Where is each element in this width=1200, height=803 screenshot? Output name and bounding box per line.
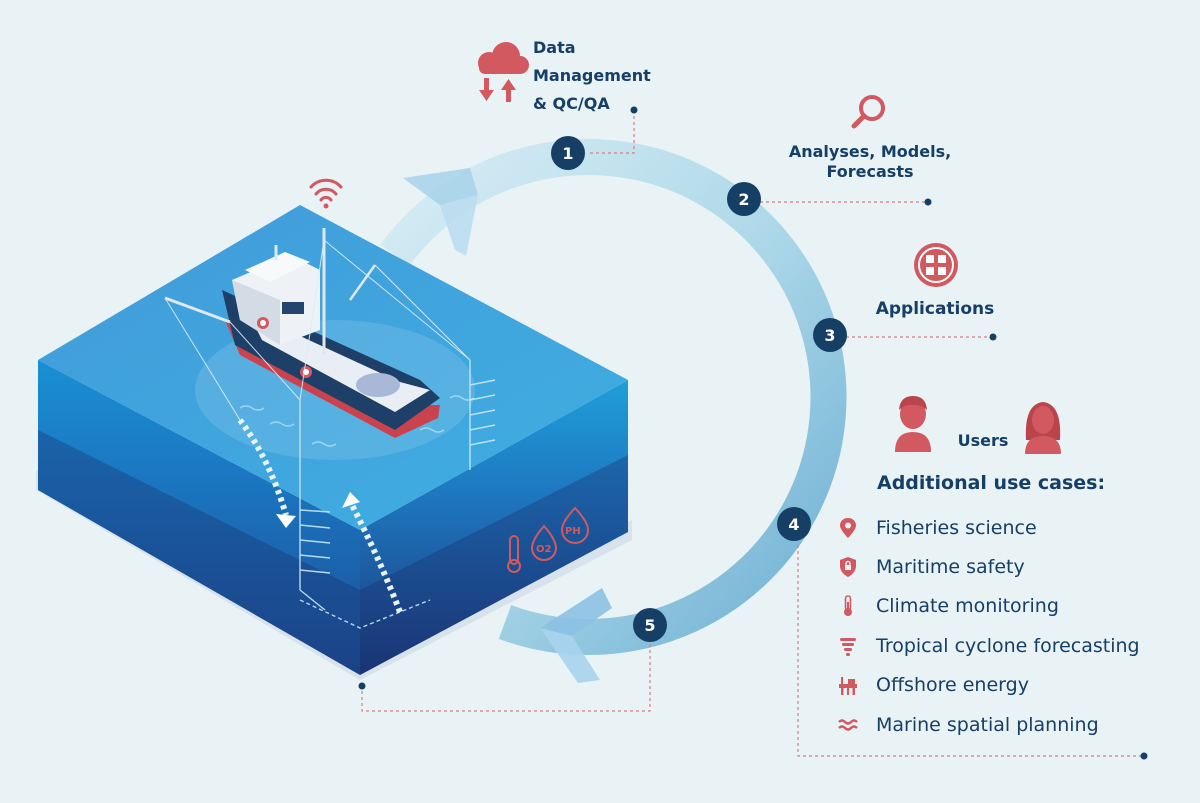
use-case-label: Offshore energy [876, 674, 1029, 697]
male-user-icon [895, 396, 931, 452]
analyses-title-line: Analyses, Models, [788, 142, 952, 161]
use-case-item: Maritime safety [836, 547, 1140, 586]
location-pin-icon [836, 517, 860, 539]
step-number: 2 [738, 190, 749, 209]
ph-sensor-icon: PH [560, 506, 590, 544]
applications-title: Applications [875, 299, 995, 319]
analyses-title-line: Forecasts [826, 162, 914, 181]
use-case-label: Fisheries science [876, 516, 1037, 539]
use-case-label: Maritime safety [876, 556, 1025, 579]
wifi-signal-icon [309, 178, 343, 209]
cyclone-icon [836, 635, 860, 657]
analyses-title: Analyses, Models, Forecasts [770, 142, 970, 182]
use-case-item: Fisheries science [836, 508, 1140, 547]
oxygen-label: O2 [536, 544, 552, 555]
data-title-line: Management [533, 66, 651, 85]
data-management-title: Data Management & QC/QA [533, 34, 693, 118]
connector-endpoints [358, 106, 1148, 760]
ring-arrow-top-chevron [403, 168, 478, 256]
use-case-list: Fisheries science Maritime safety Climat… [836, 508, 1140, 744]
oxygen-sensor-icon: O2 [530, 524, 558, 561]
use-case-item: Marine spatial planning [836, 705, 1140, 744]
use-case-label: Tropical cyclone forecasting [876, 634, 1140, 657]
profile-up-arrow [342, 492, 403, 614]
waves-icon [836, 714, 860, 736]
ring-arrow-bottom-chevron [540, 588, 612, 683]
oil-platform-icon [836, 674, 860, 696]
sensor-cables [299, 360, 496, 629]
additional-use-cases-title: Additional use cases: [877, 472, 1106, 494]
step-badge-2: 2 [727, 182, 761, 216]
cloud-transfer-icon [478, 42, 529, 102]
shield-lock-icon [836, 556, 860, 578]
step-number: 1 [562, 144, 573, 163]
thermometer-sensor-icon [507, 535, 521, 573]
users-title: Users [957, 431, 1009, 450]
step-number: 3 [824, 326, 835, 345]
data-title-line: Data [533, 38, 576, 57]
female-user-icon [1025, 402, 1061, 454]
step-badge-3: 3 [813, 318, 847, 352]
step-badge-1: 1 [551, 136, 585, 170]
ocean-block [36, 205, 632, 680]
step-number: 4 [788, 515, 799, 534]
step-badge-4: 4 [777, 507, 811, 541]
thermometer-icon [836, 595, 860, 617]
ph-label: PH [565, 526, 581, 537]
fishing-boat [164, 228, 471, 438]
profile-down-arrow [237, 418, 296, 528]
use-case-label: Marine spatial planning [876, 713, 1099, 736]
use-case-item: Tropical cyclone forecasting [836, 626, 1140, 665]
data-title-line: & QC/QA [533, 94, 610, 113]
step-badge-5: 5 [633, 608, 667, 642]
app-grid-icon [914, 243, 958, 287]
connector-lines [361, 112, 1142, 757]
step-number: 5 [644, 616, 655, 635]
magnifier-icon [851, 95, 885, 129]
use-case-item: Offshore energy [836, 666, 1140, 705]
use-case-item: Climate monitoring [836, 587, 1140, 626]
use-case-label: Climate monitoring [876, 595, 1059, 618]
